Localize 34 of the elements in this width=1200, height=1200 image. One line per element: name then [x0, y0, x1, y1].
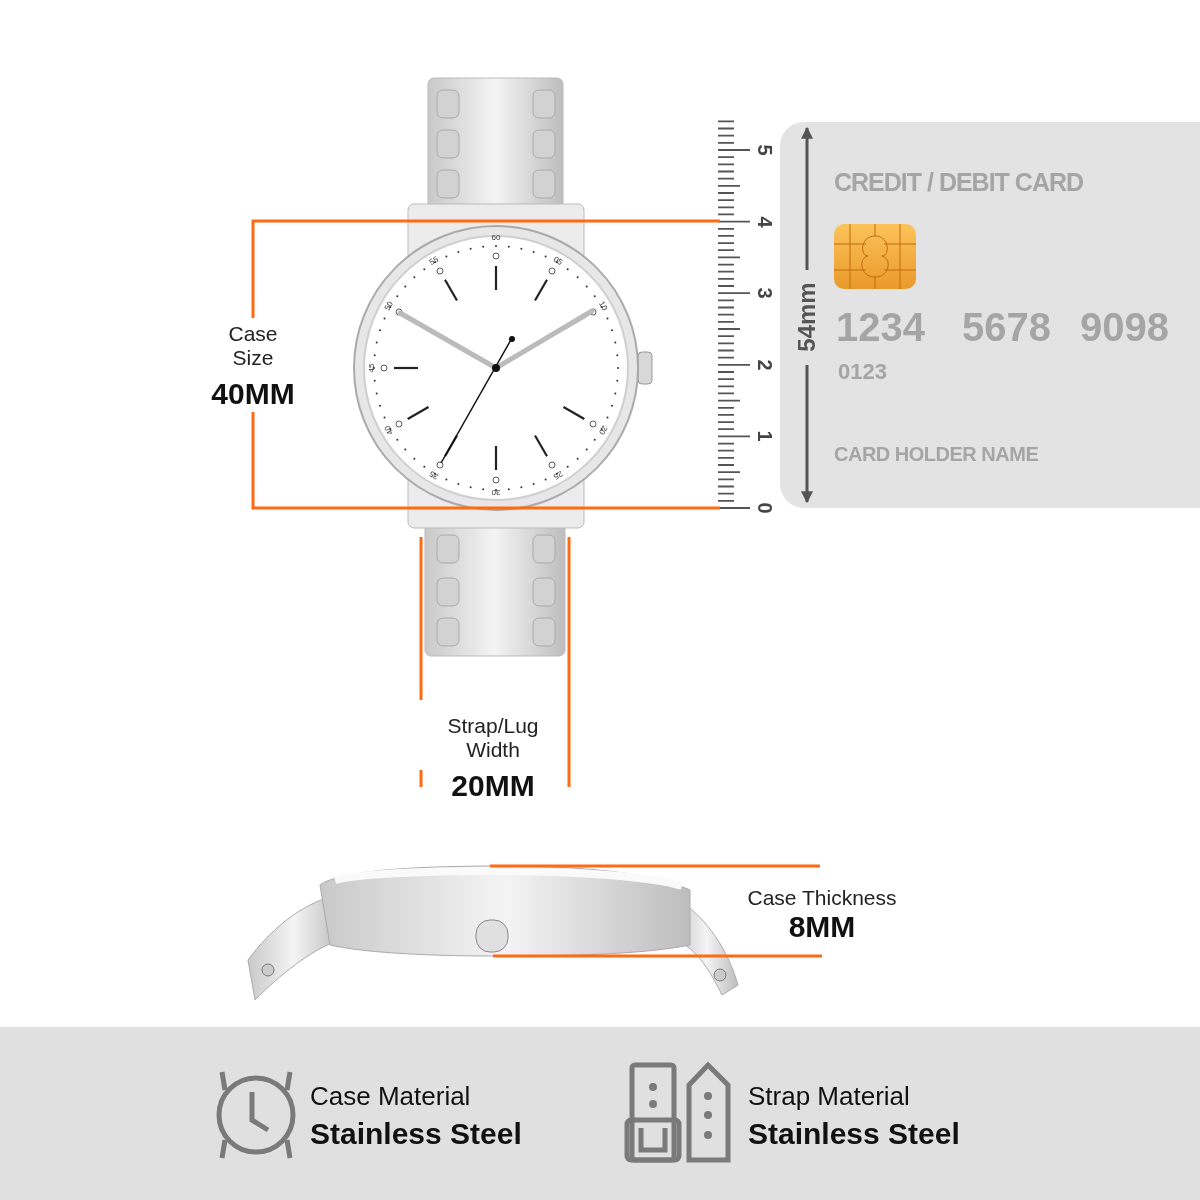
dimension-label: 54mm — [793, 282, 821, 352]
card-holder-text: CARD HOLDER NAME — [834, 442, 1039, 466]
dial-number: 20 — [597, 423, 610, 437]
dial-number: 50 — [382, 299, 395, 313]
card-number: 0123 — [838, 359, 887, 385]
card-number: 5678 — [962, 304, 1051, 350]
dimension-value: 40MM — [211, 376, 295, 412]
ruler-number: 1 — [752, 430, 776, 442]
dial-number: 10 — [597, 299, 610, 313]
ruler-number: 0 — [752, 502, 776, 514]
dial-number: 05 — [551, 254, 565, 267]
card-number: 1234 — [836, 304, 925, 350]
ruler-number: 2 — [752, 359, 776, 371]
dial-number: 60 — [491, 233, 501, 243]
dial-number: 25 — [551, 469, 565, 482]
card-number: 9098 — [1080, 304, 1169, 350]
ruler-number: 5 — [752, 144, 776, 156]
dial-number: 30 — [491, 487, 501, 497]
dial-number: 40 — [382, 423, 395, 437]
dimension-value: 8MM — [788, 909, 856, 945]
dial-number: 45 — [367, 363, 377, 373]
material-label: Strap Material — [748, 1082, 910, 1112]
dimension-label: Case Thickness — [747, 885, 897, 911]
dial-number: 35 — [427, 469, 441, 482]
material-value: Stainless Steel — [748, 1116, 960, 1152]
dimension-label: Case Size — [227, 321, 279, 371]
ruler-number: 4 — [752, 216, 776, 228]
material-value: Stainless Steel — [310, 1116, 522, 1152]
dimension-label: Strap/Lug Width — [446, 713, 540, 763]
ruler-number: 3 — [752, 287, 776, 299]
card-title: CREDIT / DEBIT CARD — [834, 167, 1084, 197]
dimension-value: 20MM — [451, 768, 535, 804]
dial-number: 55 — [427, 254, 441, 267]
material-label: Case Material — [310, 1082, 471, 1112]
